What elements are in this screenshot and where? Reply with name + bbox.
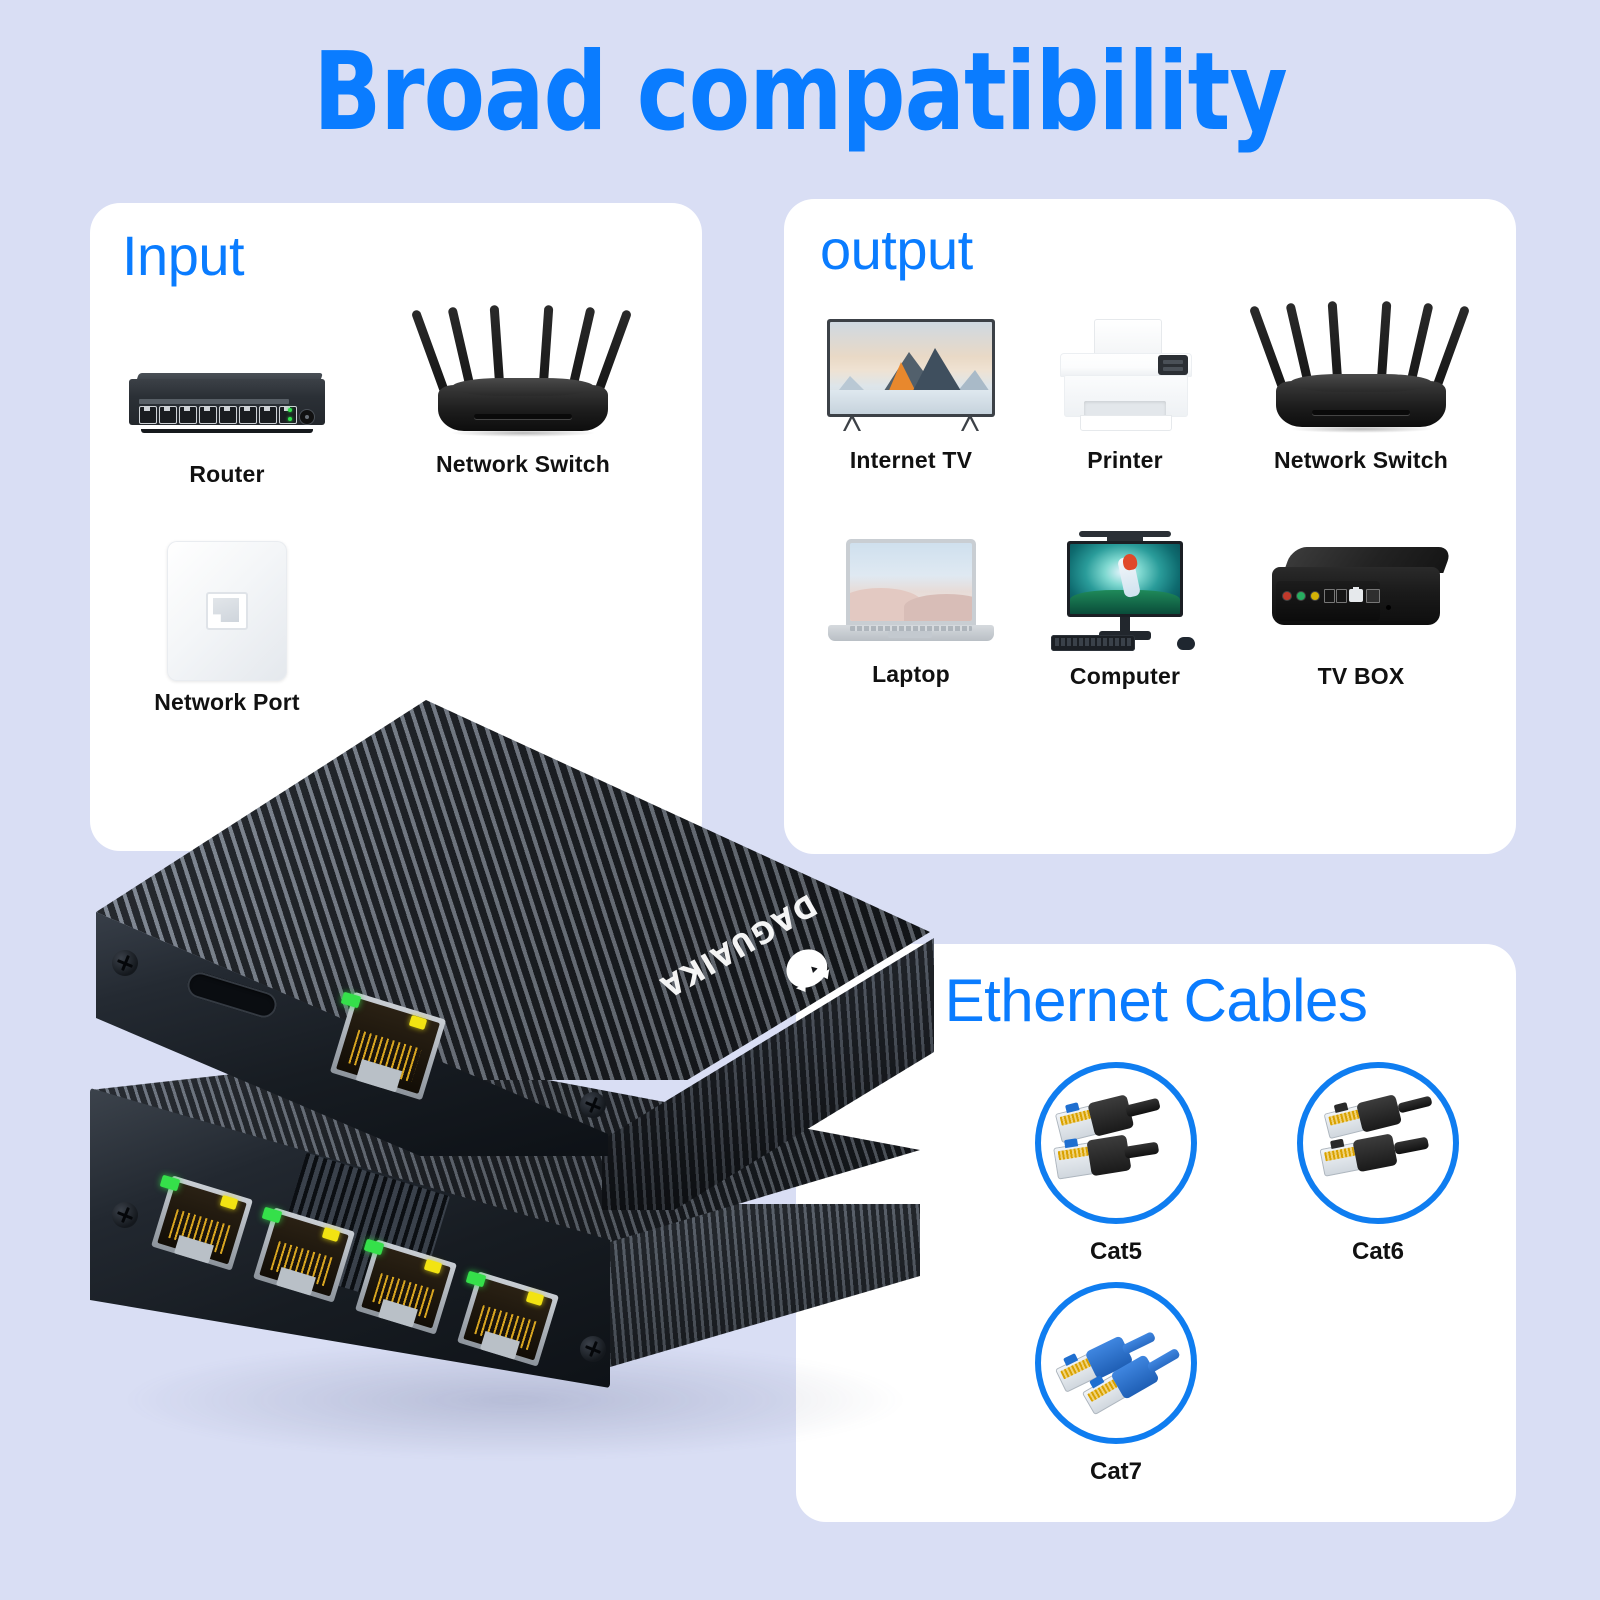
top-unit: DAGUAIKA xyxy=(90,660,950,1210)
output-item-label: TV BOX xyxy=(1317,663,1405,689)
input-item-router: Router xyxy=(112,353,342,488)
output-item-computer: Computer xyxy=(1022,531,1228,690)
television-icon xyxy=(827,319,995,437)
cable-item-cat5: Cat5 xyxy=(1026,1062,1206,1266)
output-item-laptop: Laptop xyxy=(808,539,1014,688)
cable-item-label: Cat6 xyxy=(1351,1238,1405,1265)
output-item-printer: Printer xyxy=(1022,319,1228,474)
cables-panel-title: Ethernet Cables xyxy=(944,967,1368,1034)
screw-icon xyxy=(580,1092,606,1118)
desktop-switch-icon xyxy=(127,365,327,435)
input-panel-title: Input xyxy=(122,224,245,287)
output-panel: output Internet TV xyxy=(784,199,1516,854)
desktop-monitor-icon xyxy=(1045,531,1205,659)
output-panel-title: output xyxy=(820,218,973,281)
output-item-network-switch: Network Switch xyxy=(1236,277,1486,474)
input-item-label: Network Port xyxy=(154,689,300,715)
tv-box-icon xyxy=(1266,547,1456,639)
rj45-cable-blue-black-icon xyxy=(1035,1062,1197,1224)
cable-item-label: Cat5 xyxy=(1089,1238,1143,1265)
printer-icon xyxy=(1050,319,1200,439)
screw-icon xyxy=(580,1336,606,1362)
output-item-label: Computer xyxy=(1069,663,1181,689)
output-item-internet-tv: Internet TV xyxy=(808,319,1014,474)
input-item-label: Network Switch xyxy=(435,451,611,477)
input-item-network-port: Network Port xyxy=(112,541,342,716)
wifi-router-icon xyxy=(410,281,633,441)
wifi-router-icon xyxy=(1248,277,1471,437)
cable-item-label: Cat7 xyxy=(1089,1458,1143,1485)
product-image: DAGUAIKA xyxy=(60,650,960,1480)
output-item-label: Printer xyxy=(1087,447,1163,473)
screw-icon xyxy=(112,950,138,976)
output-item-label: Laptop xyxy=(872,661,950,687)
bottom-unit-side xyxy=(600,1204,920,1370)
wall-plate-rj45-icon xyxy=(167,541,287,681)
output-item-label: Network Switch xyxy=(1273,447,1449,473)
rj45-cable-blue-icon xyxy=(1035,1282,1197,1444)
page-title: Broad compatibility xyxy=(313,30,1288,155)
laptop-icon xyxy=(826,539,996,651)
tiger-head-icon xyxy=(772,935,843,1004)
input-item-label: Router xyxy=(189,461,265,487)
input-item-network-switch: Network Switch xyxy=(408,281,638,478)
screw-icon xyxy=(112,1202,138,1228)
rj45-cable-black-icon xyxy=(1297,1062,1459,1224)
cable-item-cat7: Cat7 xyxy=(1026,1282,1206,1486)
output-item-tv-box: TV BOX xyxy=(1236,547,1486,690)
cable-item-cat6: Cat6 xyxy=(1288,1062,1468,1266)
output-item-label: Internet TV xyxy=(849,447,973,473)
